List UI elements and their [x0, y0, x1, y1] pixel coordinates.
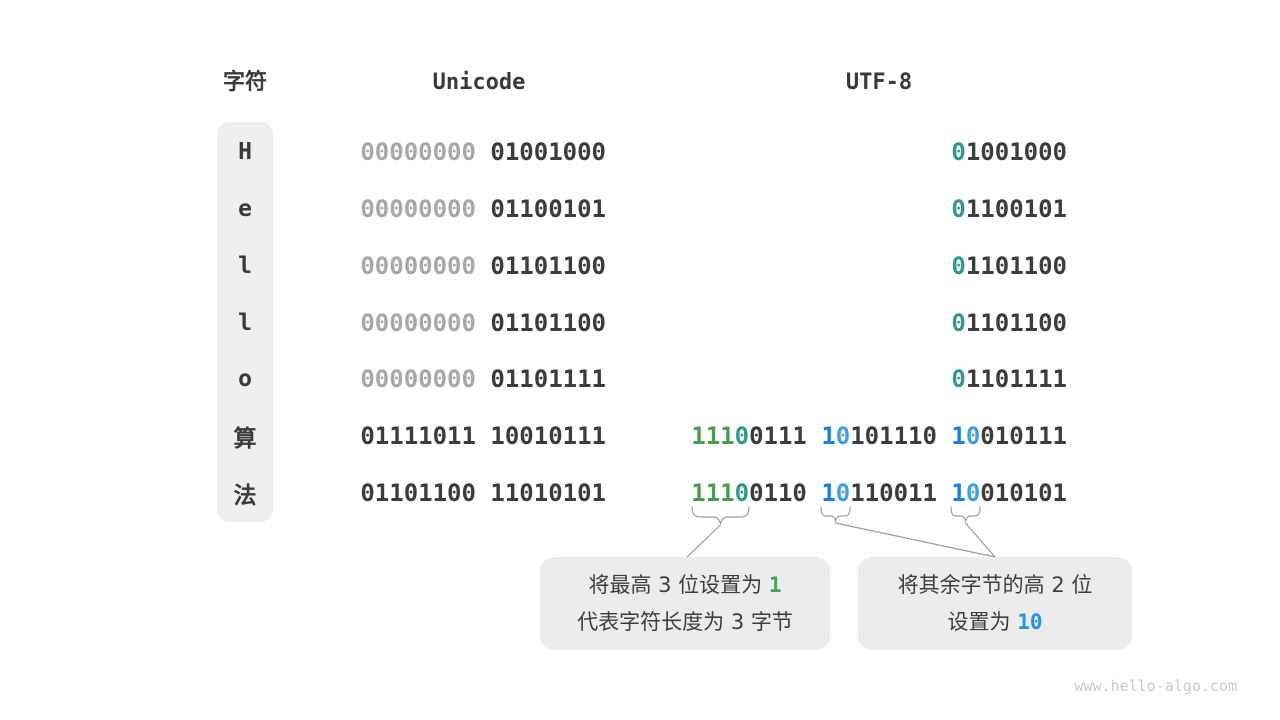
callout2-line2-text: 设置为: [947, 609, 1018, 634]
utf8-cell: 01101100: [660, 252, 1067, 280]
bit-segment: 1101111: [965, 365, 1067, 394]
bit-segment: 01101111: [490, 365, 606, 394]
utf8-cell: 01101111: [660, 365, 1067, 393]
bit-segment: 01001000: [490, 138, 606, 167]
callout1-line1-text: 将最高 3 位设置为: [588, 572, 769, 597]
bit-segment: 010101: [980, 478, 1067, 507]
unicode-cell: 00000000 01101100: [280, 309, 606, 337]
bit-segment: 0: [734, 478, 750, 507]
bit-segment: 00000000: [360, 308, 476, 337]
utf8-cell: 01100101: [660, 195, 1067, 223]
table-row: e 00000000 01100101 01100101: [0, 181, 1280, 238]
callout1-highlight-1: 1: [768, 572, 782, 597]
callout1-line2: 代表字符长度为 3 字节: [577, 609, 793, 634]
bit-segment: 0: [965, 421, 981, 450]
char-cell: o: [238, 366, 252, 393]
bit-segment: 1101100: [965, 308, 1067, 337]
callout-leading-bits: 将最高 3 位设置为 1 代表字符长度为 3 字节: [540, 557, 830, 650]
bit-segment: 1100101: [965, 195, 1067, 224]
unicode-cell: 01101100 11010101: [280, 479, 606, 507]
bit-segment: 0: [951, 308, 966, 337]
connector-line-box1: [686, 524, 722, 558]
bit-segment: 0: [951, 195, 966, 224]
table-row: l 00000000 01101100 01101100: [0, 294, 1280, 351]
header-utf8: UTF-8: [845, 70, 913, 95]
header-unicode: Unicode: [432, 70, 526, 95]
char-cell: H: [238, 139, 252, 166]
bit-segment: 0: [951, 251, 966, 280]
bit-segment: 11010101: [490, 478, 606, 507]
unicode-cell: 01111011 10010111: [280, 422, 606, 450]
table-row: o 00000000 01101111 01101111: [0, 351, 1280, 408]
char-column-background: [217, 122, 273, 522]
bit-segment: 01101100: [360, 478, 476, 507]
table-row: 算 01111011 10010111 11100111 10101110 10…: [0, 408, 1280, 465]
bit-segment: 111: [691, 478, 735, 507]
bit-segment: 1001000: [965, 138, 1067, 167]
utf8-cell: 11100110 10110011 10010101: [660, 479, 1067, 507]
unicode-cell: 00000000 01001000: [280, 138, 606, 166]
table-row: 法 01101100 11010101 11100110 10110011 10…: [0, 464, 1280, 521]
char-cell: e: [238, 196, 252, 223]
bit-segment: 0110: [749, 478, 807, 507]
bit-segment: 00000000: [360, 251, 476, 280]
bit-segment: 1: [821, 478, 836, 507]
table-row: H 00000000 01001000 01001000: [0, 124, 1280, 181]
bit-segment: 10010111: [490, 421, 606, 450]
bit-segment: 0: [965, 478, 981, 507]
char-cell: l: [238, 309, 252, 336]
bit-segment: 101110: [850, 421, 937, 450]
char-cell: 法: [233, 482, 257, 509]
callout-continuation-bits: 将其余字节的高 2 位 设置为 10: [858, 557, 1132, 650]
bit-segment: 00000000: [360, 365, 476, 394]
watermark: www.hello-algo.com: [1074, 677, 1237, 695]
bit-segment: 1: [821, 421, 836, 450]
bit-segment: 0: [734, 421, 750, 450]
utf8-cell: 01101100: [660, 309, 1067, 337]
unicode-cell: 00000000 01101100: [280, 252, 606, 280]
callout2-line2: 设置为 10: [948, 604, 1043, 641]
encoding-rows: H 00000000 01001000 01001000 e 00000000 …: [0, 124, 1280, 521]
bit-segment: 0: [951, 138, 966, 167]
connector-line-box2-a: [834, 522, 996, 558]
bit-segment: 0: [835, 421, 851, 450]
bit-segment: 0: [951, 365, 966, 394]
callout2-highlight-10: 10: [1017, 609, 1043, 634]
bit-segment: 00000000: [360, 195, 476, 224]
bit-segment: 111: [691, 421, 735, 450]
char-cell: 算: [233, 425, 257, 452]
bit-segment: 1101100: [965, 251, 1067, 280]
bit-segment: 010111: [980, 421, 1067, 450]
bit-segment: 0111: [749, 421, 807, 450]
callout1-line1: 将最高 3 位设置为 1: [588, 567, 781, 604]
bit-segment: 01101100: [490, 251, 606, 280]
connector-line-box2-b: [964, 522, 996, 558]
bit-segment: 01111011: [360, 421, 476, 450]
utf8-cell: 01001000: [660, 138, 1067, 166]
table-row: l 00000000 01101100 01101100: [0, 237, 1280, 294]
char-cell: l: [238, 252, 252, 279]
bit-segment: 1: [951, 421, 966, 450]
unicode-cell: 00000000 01100101: [280, 195, 606, 223]
bit-segment: 01100101: [490, 195, 606, 224]
bit-segment: 110011: [850, 478, 937, 507]
bit-segment: 01101100: [490, 308, 606, 337]
callout2-line1: 将其余字节的高 2 位: [897, 572, 1093, 597]
bit-segment: 00000000: [360, 138, 476, 167]
bit-segment: 0: [835, 478, 851, 507]
bit-segment: 1: [951, 478, 966, 507]
utf8-cell: 11100111 10101110 10010111: [660, 422, 1067, 450]
unicode-cell: 00000000 01101111: [280, 365, 606, 393]
header-char: 字符: [222, 70, 267, 95]
